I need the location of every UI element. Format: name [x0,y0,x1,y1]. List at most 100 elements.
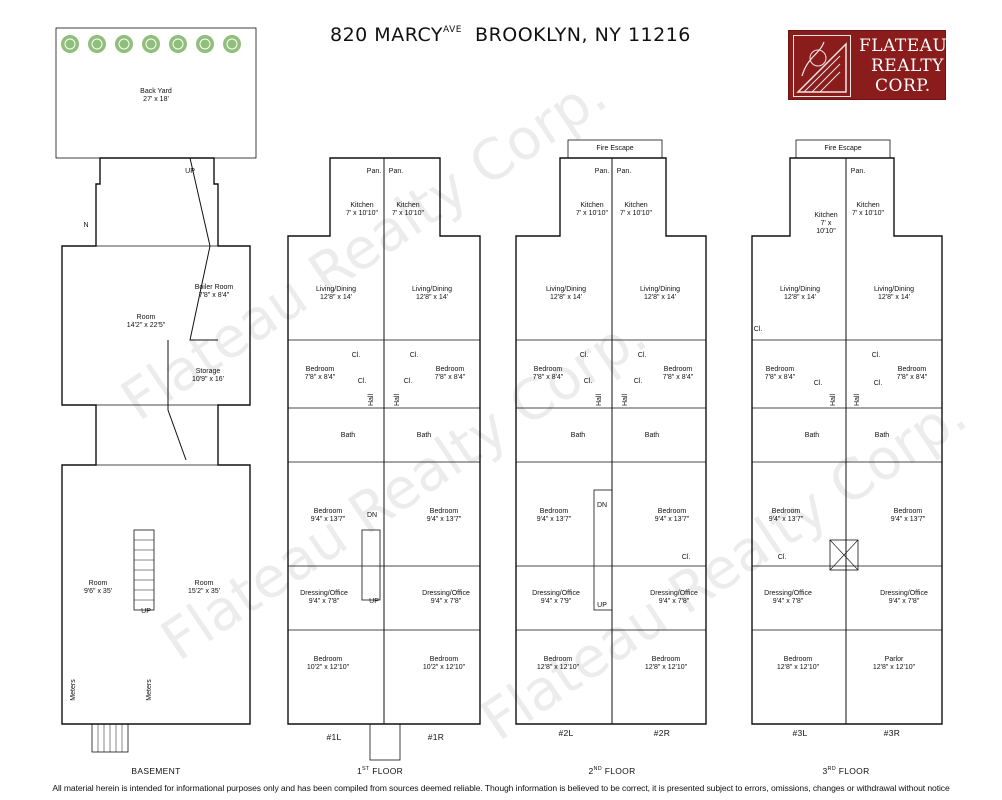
fire-escape-label: Fire Escape [824,145,862,152]
pantry-label: Pan. [366,168,382,175]
bath-label: Bath [804,432,820,439]
unit-label: #1L [326,732,342,742]
basement-plan [55,27,257,753]
hall-label: Hall [394,393,401,407]
closet-label: Cl. [777,554,787,561]
unit-label: #3L [792,728,808,738]
first-floor-plan [287,157,481,761]
floor-caption-third: 3RD FLOOR [822,766,870,776]
closet-label: Cl. [403,378,413,385]
logo-house-icon [793,35,851,97]
unit-label: #2L [558,728,574,738]
logo-line-1: FLATEAU [859,36,948,56]
closet-label: Cl. [873,380,883,387]
pantry-label: Pan. [616,168,632,175]
pantry-label: Pan. [850,168,866,175]
stair-down-label: DN [366,512,378,519]
closet-label: Cl. [357,378,367,385]
logo-line-2: REALTY [871,56,944,76]
bath-label: Bath [874,432,890,439]
page-title: 820 MARCYAVE BROOKLYN, NY 11216 [330,24,691,46]
closet-label: Cl. [351,352,361,359]
stair-up-label: UP [597,602,607,609]
floor-caption-basement: BASEMENT [131,766,181,776]
fire-escape-label: Fire Escape [596,145,634,152]
floor-caption-first: 1ST FLOOR [356,766,404,776]
compass-north-label: N [83,222,89,229]
stair-up-label: UP [369,598,379,605]
stair-up-label: UP [141,608,151,615]
hall-label: Hall [622,393,629,407]
closet-label: Cl. [871,352,881,359]
logo-line-3: CORP. [875,76,931,96]
closet-label: Cl. [637,352,647,359]
pantry-label: Pan. [388,168,404,175]
meters-label: Meters [70,679,77,701]
stair-up-label: UP [185,168,195,175]
unit-label: #3R [883,728,901,738]
bath-label: Bath [340,432,356,439]
second-floor-plan [515,139,707,725]
legal-disclaimer: All material herein is intended for info… [52,783,950,793]
bath-label: Bath [570,432,586,439]
closet-label: Cl. [409,352,419,359]
hall-label: Hall [830,393,837,407]
company-logo: FLATEAU REALTY CORP. [788,30,948,100]
bath-label: Bath [416,432,432,439]
hall-label: Hall [368,393,375,407]
hall-label: Hall [596,393,603,407]
hall-label: Hall [854,393,861,407]
stair-down-label: DN [596,502,608,509]
closet-label: Cl. [681,554,691,561]
third-floor-plan [751,139,943,725]
bath-label: Bath [644,432,660,439]
closet-label: Cl. [633,378,643,385]
closet-label: Cl. [753,326,763,333]
closet-label: Cl. [813,380,823,387]
closet-label: Cl. [583,378,593,385]
pantry-label: Pan. [594,168,610,175]
meters-label: Meters [146,679,153,701]
